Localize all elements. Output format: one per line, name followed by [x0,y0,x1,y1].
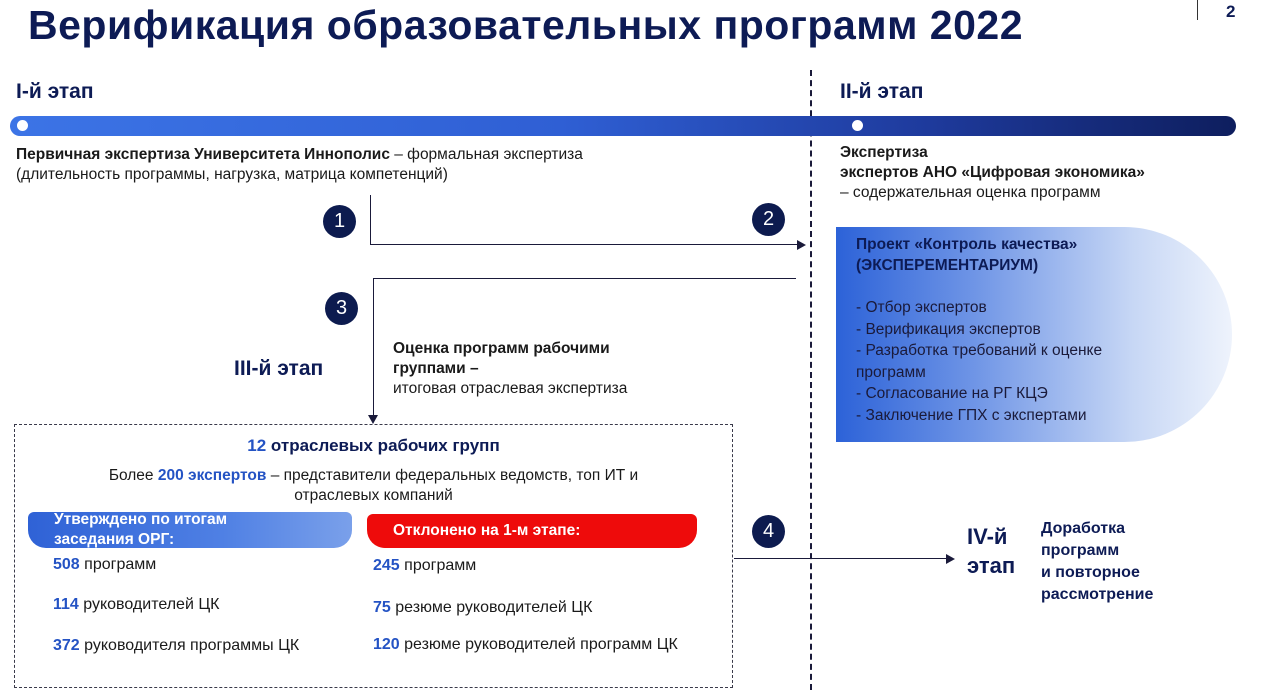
groups-count: 12 [247,436,267,455]
approved-label-line1: Утверждено по итогам [54,511,228,528]
groups-title: 12 отраслевых рабочих групп [14,436,733,456]
page-title: Верификация образовательных программ 202… [28,2,1024,48]
stage2-line2: экспертов АНО «Цифровая экономика» [840,164,1145,181]
step-2-badge: 2 [752,203,785,236]
arrow-down-icon [368,415,378,424]
approved-badge: Утверждено по итогам заседания ОРГ: [28,512,352,548]
stage4-desc-line1: Доработка [1041,520,1126,537]
experts-count: 200 экспертов [157,467,267,484]
timeline-bar [10,116,1236,136]
quality-title-line1: Проект «Контроль качества» [856,236,1078,253]
stat-label: резюме руководителей программ ЦК [399,636,678,653]
approved-stat-programs: 508 программ [53,556,156,574]
stage3-line1: Оценка программ рабочими [393,340,610,357]
stage3-line2: группами – [393,360,479,377]
quality-control-panel [836,227,1232,442]
stat-number: 245 [373,557,400,574]
stat-number: 114 [53,596,79,613]
groups-title-rest: отраслевых рабочих групп [266,436,500,455]
arrow-right-icon [797,240,806,250]
stat-number: 372 [53,637,80,654]
stage3-heading: III-й этап [234,357,324,380]
stage2-description: Экспертиза экспертов АНО «Цифровая эконо… [840,143,1260,203]
stage4-desc-line2: программ [1041,542,1120,559]
stage-divider [810,70,812,690]
rejected-badge: Отклонено на 1-м этапе: [367,514,697,548]
quality-list-item: - Верификация экспертов [856,320,1041,338]
stat-label: программ [399,557,477,574]
timeline-dot-stage2 [852,120,863,131]
stat-label: руководителя программы ЦК [79,637,300,654]
stage2-heading: II-й этап [840,80,924,103]
timeline-dot-stage1 [17,120,28,131]
experts-prefix: Более [108,467,158,484]
quality-list-item: - Согласование на РГ КЦЭ [856,385,1048,402]
connector-3-horizontal [373,278,796,279]
stage3-line3: итоговая отраслевая экспертиза [393,380,628,397]
step-1-badge: 1 [323,205,356,238]
rejected-stat-program-resumes: 120 резюме руководителей программ ЦК [373,636,678,654]
stat-label: резюме руководителей ЦК [390,599,593,616]
arrow-right-icon [946,554,955,564]
stage4-desc-line4: рассмотрение [1041,586,1154,603]
stage1-desc-bold: Первичная экспертиза Университета Иннопо… [16,146,390,163]
working-groups-box [14,424,733,688]
stat-number: 508 [53,556,80,573]
stage4-heading: IV-й этап [967,522,1015,580]
stage1-desc-line2: (длительность программы, нагрузка, матри… [16,166,448,183]
stage3-description: Оценка программ рабочими группами – итог… [393,339,793,399]
stat-number: 120 [373,636,400,653]
stage1-description: Первичная экспертиза Университета Иннопо… [16,145,806,185]
stage4-heading-line2: этап [967,553,1016,578]
approved-stat-program-heads: 372 руководителя программы ЦК [53,637,299,655]
stage4-description: Доработка программ и повторное рассмотре… [1041,518,1153,606]
quality-title-line2: (ЭКСПЕРЕМЕНТАРИУМ) [856,257,1039,274]
stat-label: программ [79,556,157,573]
approved-label-line2: заседания ОРГ: [54,531,175,548]
step-4-badge: 4 [752,515,785,548]
quality-list-item: - Отбор экспертов [856,299,987,316]
quality-title: Проект «Контроль качества» (ЭКСПЕРЕМЕНТА… [856,234,1216,276]
rejected-stat-resumes: 75 резюме руководителей ЦК [373,599,592,617]
stage1-desc-rest: – формальная экспертиза [389,146,583,163]
stat-number: 75 [373,599,391,616]
quality-list-item: программ [856,363,926,381]
stage2-line3: – содержательная оценка программ [840,184,1101,201]
header-divider [1197,0,1198,20]
quality-list-item: - Разработка требований к оценке [856,342,1103,359]
stat-label: руководителей ЦК [78,596,220,613]
stage4-heading-line1: IV-й [967,524,1008,549]
experts-line2: отраслевых компаний [294,487,453,504]
connector-1-vertical [370,195,371,245]
connector-1-horizontal [370,244,798,245]
stage4-desc-line3: и повторное [1041,564,1140,581]
stage2-line1: Экспертиза [840,144,928,161]
approved-stat-heads: 114 руководителей ЦК [53,596,219,614]
connector-3-vertical [373,278,374,416]
page-number: 2 [1226,2,1236,21]
groups-experts: Более 200 экспертов – представители феде… [14,466,733,506]
quality-list-item: - Заключение ГПХ с экспертами [856,406,1087,424]
experts-rest: – представители федеральных ведомств, то… [266,467,639,484]
rejected-stat-programs: 245 программ [373,557,476,575]
stage1-heading: I-й этап [16,80,94,103]
step-3-badge: 3 [325,292,358,325]
quality-list: - Отбор экспертов - Верификация эксперто… [856,297,1216,426]
connector-4-horizontal [734,558,948,559]
